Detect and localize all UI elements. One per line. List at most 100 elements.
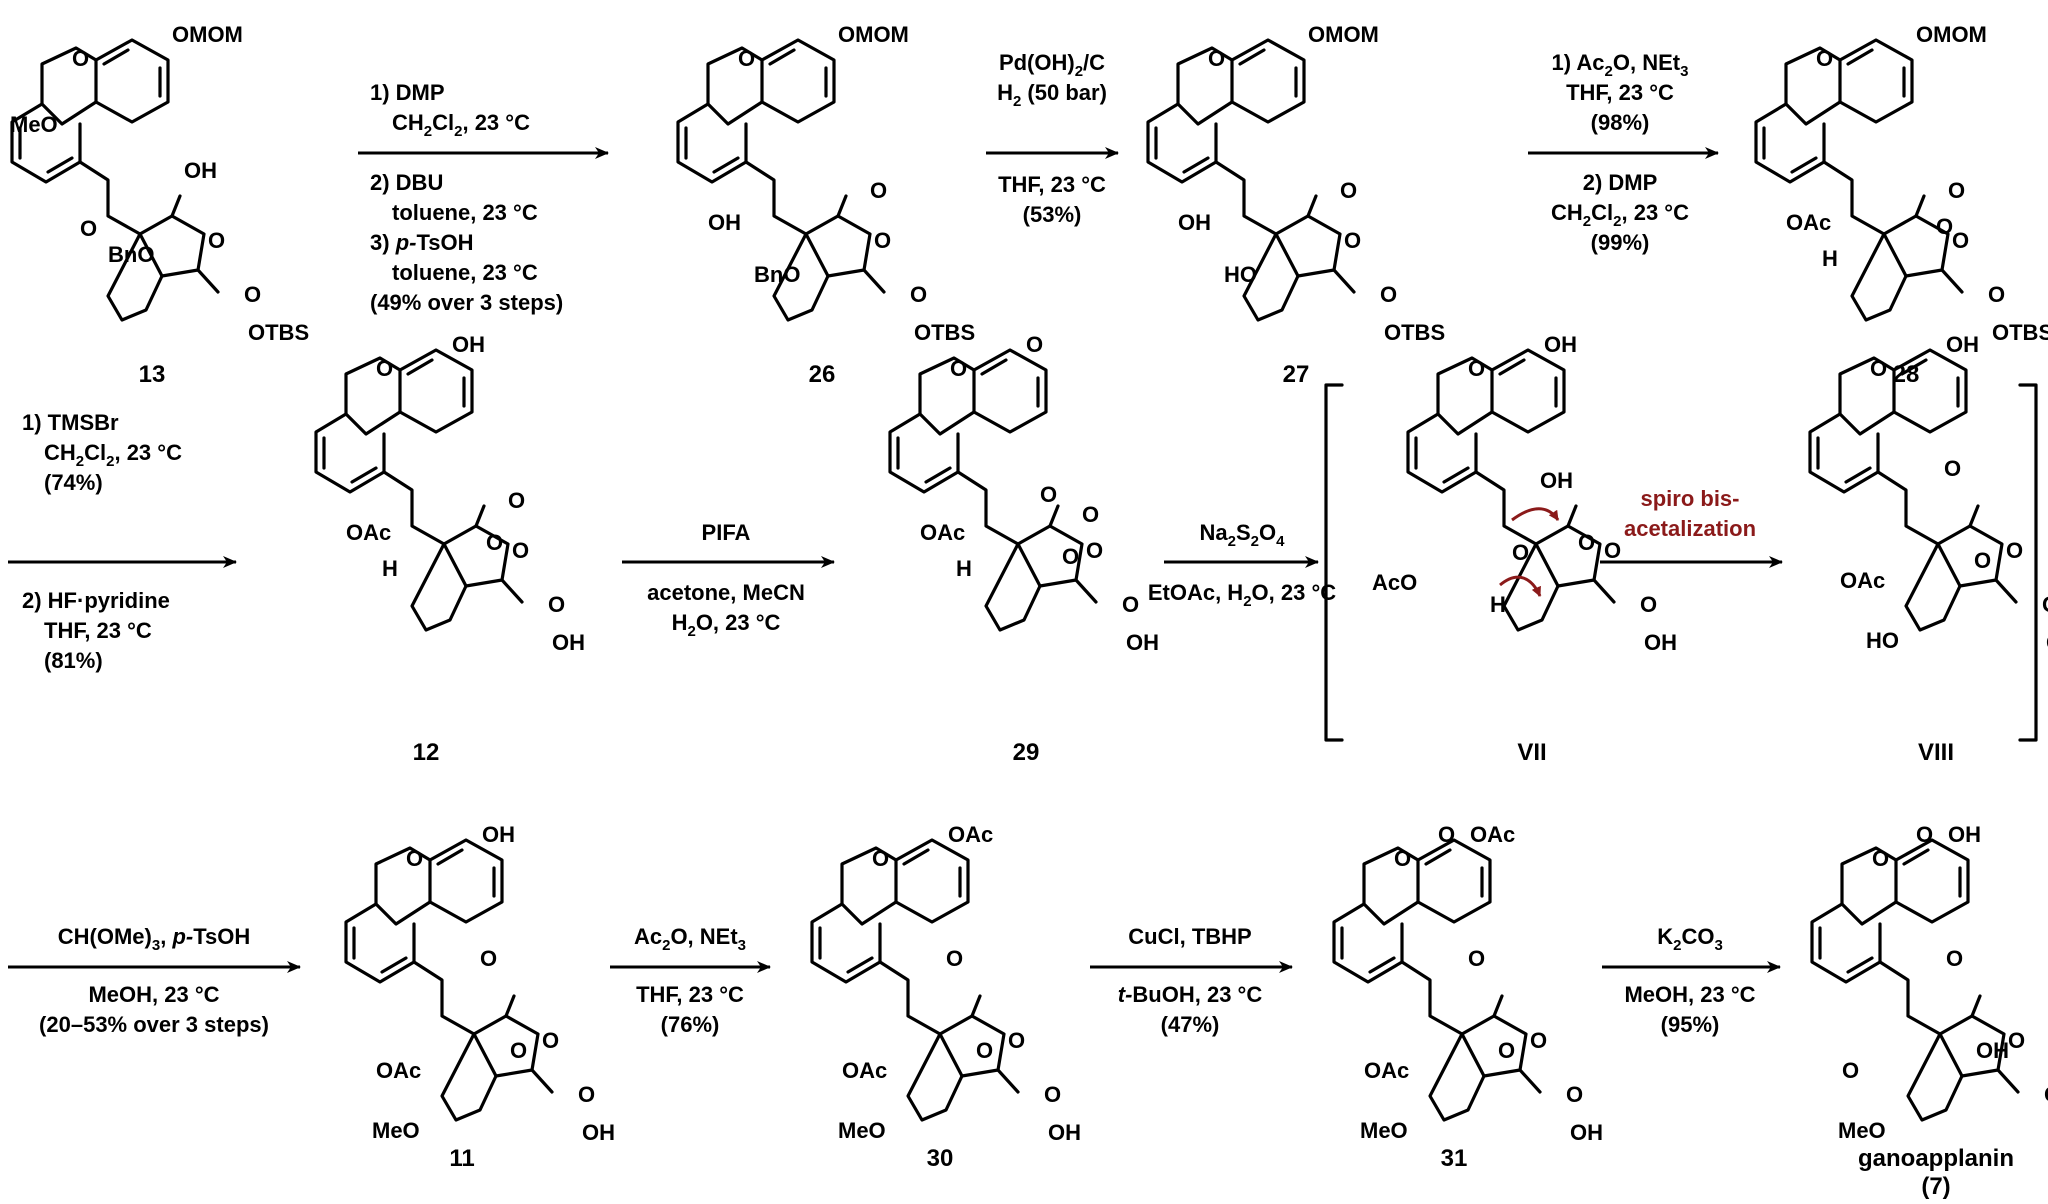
atom-label: O <box>1344 228 1361 253</box>
atom-label: OH <box>482 822 515 847</box>
compound-VII-structure <box>1406 348 1616 632</box>
atom-label: O <box>1512 540 1529 565</box>
atom-label: OTBS <box>1384 320 1445 345</box>
compound-number-12: 12 <box>413 739 440 766</box>
atom-label: O <box>1952 228 1969 253</box>
atom-label: O <box>542 1028 559 1053</box>
atom-label: OH <box>1946 332 1979 357</box>
step-1-condition-below: 2) DBU <box>370 170 443 195</box>
step-7-condition-above: acetalization <box>1624 516 1756 541</box>
step-4-condition-above: 1) TMSBr <box>22 410 119 435</box>
compound-number-26: 26 <box>809 361 836 388</box>
step-4-condition-below: 2) HF·pyridine <box>22 588 170 613</box>
step-6-condition-above: Na2​S2​O4​ <box>1200 520 1286 550</box>
atom-label: OH <box>184 158 217 183</box>
compound-number-VIII: VIII <box>1918 739 1954 766</box>
atom-label: O <box>1044 1082 1061 1107</box>
atom-label: OAc <box>1786 210 1831 235</box>
atom-label: OTBS <box>248 320 309 345</box>
step-2-condition-below: THF, 23 °C <box>998 172 1106 197</box>
atom-label: O <box>872 846 889 871</box>
step-3-condition-below: 2) DMP <box>1583 170 1658 195</box>
step-3-condition-below: (99%) <box>1591 230 1650 255</box>
atom-label: O <box>1604 538 1621 563</box>
atom-label: OH <box>1126 630 1159 655</box>
atom-label: O <box>548 592 565 617</box>
atom-label: OMOM <box>1308 22 1379 47</box>
compound-number-7: (7) <box>1921 1173 1950 1200</box>
atom-label: O <box>1988 282 2005 307</box>
atom-label: O <box>376 356 393 381</box>
atom-label: O <box>870 178 887 203</box>
atom-labels: OMOMMeOOOHOBnOOOOTBSOMOMOOOHBnOOOOTBSOMO… <box>10 22 2048 1145</box>
atom-label: O <box>1062 544 1079 569</box>
step-2-condition-above: H2​ (50 bar) <box>997 80 1107 110</box>
step-3-condition-above: THF, 23 °C <box>1566 80 1674 105</box>
compound-number-29: 29 <box>1013 739 1040 766</box>
atom-label: HO <box>1224 262 1257 287</box>
bracket-right <box>2018 383 2038 742</box>
atom-label: O <box>1948 178 1965 203</box>
step-5-condition-below: H2​O, 23 °C <box>672 610 781 640</box>
step-9-condition-above: Ac2​O, NEt3​ <box>634 924 746 954</box>
step-3-condition-above: 1) Ac2​O, NEt3​ <box>1552 50 1689 80</box>
atom-label: MeO <box>1360 1118 1408 1143</box>
atom-label: HO <box>1866 628 1899 653</box>
step-1-condition-below: toluene, 23 °C <box>392 260 538 285</box>
compound-number-13: 13 <box>139 361 166 388</box>
step-9-condition-below: (76%) <box>661 1012 720 1037</box>
atom-label: O <box>1944 456 1961 481</box>
atom-label: H <box>1822 246 1838 271</box>
step-6-condition-below: EtOAc, H2​O, 23 °C <box>1148 580 1336 610</box>
atom-label: O <box>1842 1058 1859 1083</box>
atom-label: O <box>1872 846 1889 871</box>
atom-label: O <box>1498 1038 1515 1063</box>
atom-label: OH <box>1540 468 1573 493</box>
atom-label: O <box>2042 592 2048 617</box>
atom-label: O <box>874 228 891 253</box>
step-9-condition-below: THF, 23 °C <box>636 982 744 1007</box>
atom-label: O <box>1468 356 1485 381</box>
step-2-condition-above: Pd(OH)2​/C <box>999 50 1105 80</box>
step-11-condition-below: (95%) <box>1661 1012 1720 1037</box>
compound-28-structure <box>1754 38 1964 322</box>
atom-label: OH <box>2046 630 2048 655</box>
atom-label: OTBS <box>1992 320 2048 345</box>
atom-label: OMOM <box>838 22 909 47</box>
step-10-condition-below: t-BuOH, 23 °C <box>1118 982 1263 1007</box>
atom-label: O <box>950 356 967 381</box>
atom-label: H <box>1490 592 1506 617</box>
step-1-condition-below: toluene, 23 °C <box>392 200 538 225</box>
atom-label: O <box>1438 822 1455 847</box>
atom-label: O <box>1380 282 1397 307</box>
atom-label: O <box>1578 530 1595 555</box>
step-3-condition-above: (98%) <box>1591 110 1650 135</box>
atom-label: OH <box>582 1120 615 1145</box>
atom-label: OH <box>552 630 585 655</box>
atom-label: O <box>72 46 89 71</box>
atom-label: OH <box>1570 1120 1603 1145</box>
step-11-condition-above: K2​CO3​ <box>1657 924 1723 954</box>
atom-label: H <box>956 556 972 581</box>
atom-label: O <box>910 282 927 307</box>
atom-label: O <box>738 46 755 71</box>
compound-29-structure <box>888 348 1098 632</box>
atom-label: O <box>1040 482 1057 507</box>
atom-label: O <box>244 282 261 307</box>
step-1-condition-above: 1) DMP <box>370 80 445 105</box>
electron-push-arrow-1 <box>1511 507 1560 522</box>
atom-label: O <box>1974 548 1991 573</box>
compound-12-structure <box>314 348 524 632</box>
atom-label: OTBS <box>914 320 975 345</box>
atom-label: O <box>2006 538 2023 563</box>
step-1-condition-below: 3) p-TsOH <box>370 230 474 255</box>
electron-push-arrow-2 <box>1499 575 1542 597</box>
atom-label: OH <box>1644 630 1677 655</box>
atom-label: O <box>1086 538 1103 563</box>
atom-label: O <box>508 488 525 513</box>
atom-label: OH <box>1178 210 1211 235</box>
step-7-condition-above: spiro bis- <box>1640 486 1739 511</box>
atom-label: O <box>1122 592 1139 617</box>
